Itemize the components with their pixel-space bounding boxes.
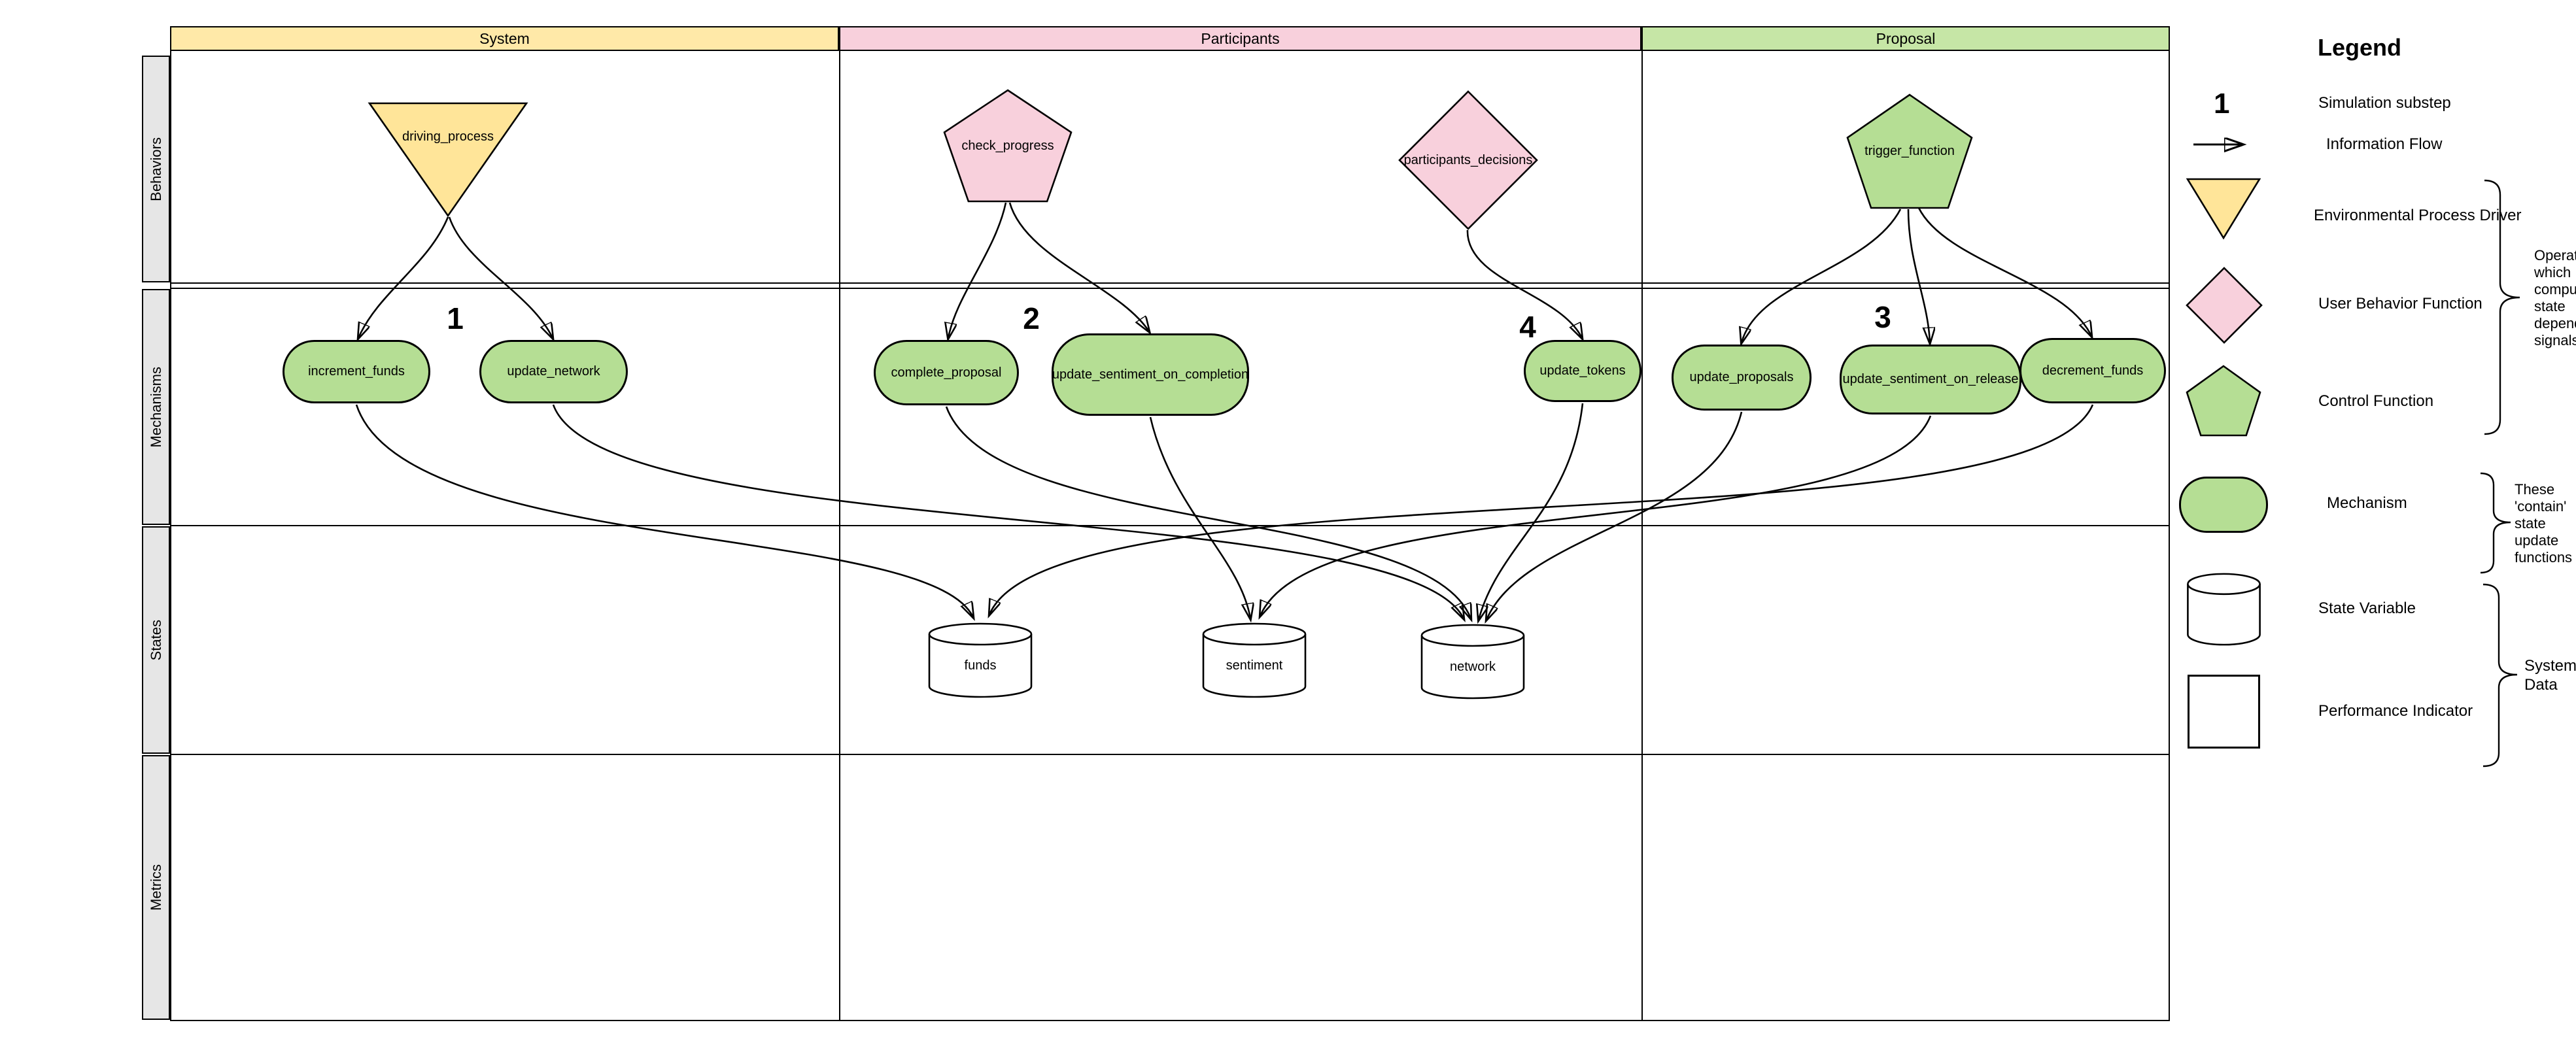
row-label-states[interactable]: States <box>142 526 170 754</box>
node-label: participants_decisions <box>1403 152 1533 167</box>
legend-diamond-glyph <box>2187 268 2261 343</box>
row-divider-double-bottom <box>170 288 2170 289</box>
row-label-mechanisms[interactable]: Mechanisms <box>142 289 170 525</box>
legend-annotation-signals: Operators which compute state dependent … <box>2534 247 2576 348</box>
legend-item-label: State Variable <box>2318 599 2416 617</box>
column-header-label: Proposal <box>1876 29 1936 47</box>
row-label-text: Behaviors <box>147 137 164 201</box>
substep-number: 2 <box>1023 301 1040 335</box>
node-label: increment_funds <box>308 364 405 379</box>
legend-item-label: Mechanism <box>2327 494 2407 512</box>
column-header-proposal[interactable]: Proposal <box>1641 26 2170 51</box>
legend-item-label: Information Flow <box>2326 135 2443 153</box>
legend-annotation-mechanisms: These 'contain' state update functions <box>2515 481 2573 565</box>
node-driving-process[interactable]: driving_process <box>369 103 526 216</box>
node-state-sentiment[interactable]: sentiment <box>1202 621 1307 700</box>
column-header-participants[interactable]: Participants <box>839 26 1641 51</box>
column-header-system[interactable]: System <box>170 26 839 51</box>
legend-title: Legend <box>2318 34 2402 61</box>
row-label-text: Mechanisms <box>147 366 164 448</box>
legend-square-glyph <box>2188 675 2260 749</box>
cylinder-icon <box>1420 622 1525 701</box>
row-label-behaviors[interactable]: Behaviors <box>142 56 170 282</box>
cylinder-icon <box>928 621 1033 700</box>
node-label: update_sentiment_on_completion <box>1052 367 1249 382</box>
node-label: update_proposals <box>1689 370 1794 384</box>
node-trigger-function[interactable]: trigger_function <box>1847 95 1972 208</box>
legend-substep-glyph: 1 <box>2214 88 2230 120</box>
row-divider <box>170 525 2170 526</box>
column-header-label: Participants <box>1201 29 1280 47</box>
node-update-network[interactable]: update_network <box>479 340 628 403</box>
substep-number: 4 <box>1519 310 1536 344</box>
node-increment-funds[interactable]: increment_funds <box>283 340 430 403</box>
column-divider <box>839 50 840 1021</box>
triangle-down-icon <box>369 103 526 216</box>
node-label: update_network <box>507 364 600 379</box>
column-divider <box>1641 50 1643 1021</box>
diamond-icon <box>1400 92 1537 229</box>
node-state-network[interactable]: network <box>1420 622 1525 701</box>
node-complete-proposal[interactable]: complete_proposal <box>874 340 1019 405</box>
node-label: update_sentiment_on_release <box>1842 372 2019 386</box>
substep-number: 3 <box>1874 300 1891 334</box>
legend-item-label: Simulation substep <box>2318 94 2451 112</box>
row-divider-double-top <box>170 282 2170 284</box>
node-update-sentiment-on-release[interactable]: update_sentiment_on_release <box>1840 345 2021 414</box>
legend-mechanism-glyph <box>2179 477 2268 533</box>
node-state-funds[interactable]: funds <box>928 621 1033 700</box>
node-update-sentiment-on-completion[interactable]: update_sentiment_on_completion <box>1052 333 1249 416</box>
node-label: driving_process <box>402 129 494 144</box>
legend-item-label: Environmental Process Driver <box>2314 207 2522 224</box>
node-label: network <box>1449 659 1496 674</box>
legend-cylinder-glyph <box>2187 571 2261 647</box>
cylinder-icon <box>1202 621 1307 700</box>
node-label: check_progress <box>961 138 1054 153</box>
node-update-proposals[interactable]: update_proposals <box>1672 345 1812 411</box>
legend-triangle-glyph <box>2188 179 2259 238</box>
node-check-progress[interactable]: check_progress <box>944 90 1071 201</box>
row-divider <box>170 754 2170 755</box>
node-label: update_tokens <box>1539 363 1626 378</box>
row-label-metrics[interactable]: Metrics <box>142 755 170 1020</box>
substep-number: 1 <box>447 301 464 335</box>
legend-annotation-system-data: System Data <box>2524 657 2576 694</box>
node-decrement-funds[interactable]: decrement_funds <box>2019 338 2166 403</box>
node-label: decrement_funds <box>2042 363 2144 378</box>
pentagon-icon <box>1847 95 1972 208</box>
legend-item-label: Performance Indicator <box>2318 702 2473 720</box>
legend-brace-mechanism <box>2480 472 2511 574</box>
row-label-text: Metrics <box>147 864 164 911</box>
node-label: complete_proposal <box>891 365 1002 380</box>
node-participants-decisions[interactable]: participants_decisions <box>1400 92 1537 229</box>
pentagon-icon <box>944 90 1071 201</box>
legend-pentagon-glyph <box>2187 366 2260 435</box>
column-header-label: System <box>479 29 530 47</box>
legend-item-label: Control Function <box>2318 392 2434 410</box>
legend-item-label: User Behavior Function <box>2318 295 2482 312</box>
row-label-text: States <box>147 619 164 661</box>
node-label: sentiment <box>1226 658 1283 673</box>
node-label: trigger_function <box>1864 144 1955 158</box>
node-update-tokens[interactable]: update_tokens <box>1524 340 1641 402</box>
legend-brace-system-data <box>2482 583 2518 768</box>
node-label: funds <box>964 658 997 673</box>
